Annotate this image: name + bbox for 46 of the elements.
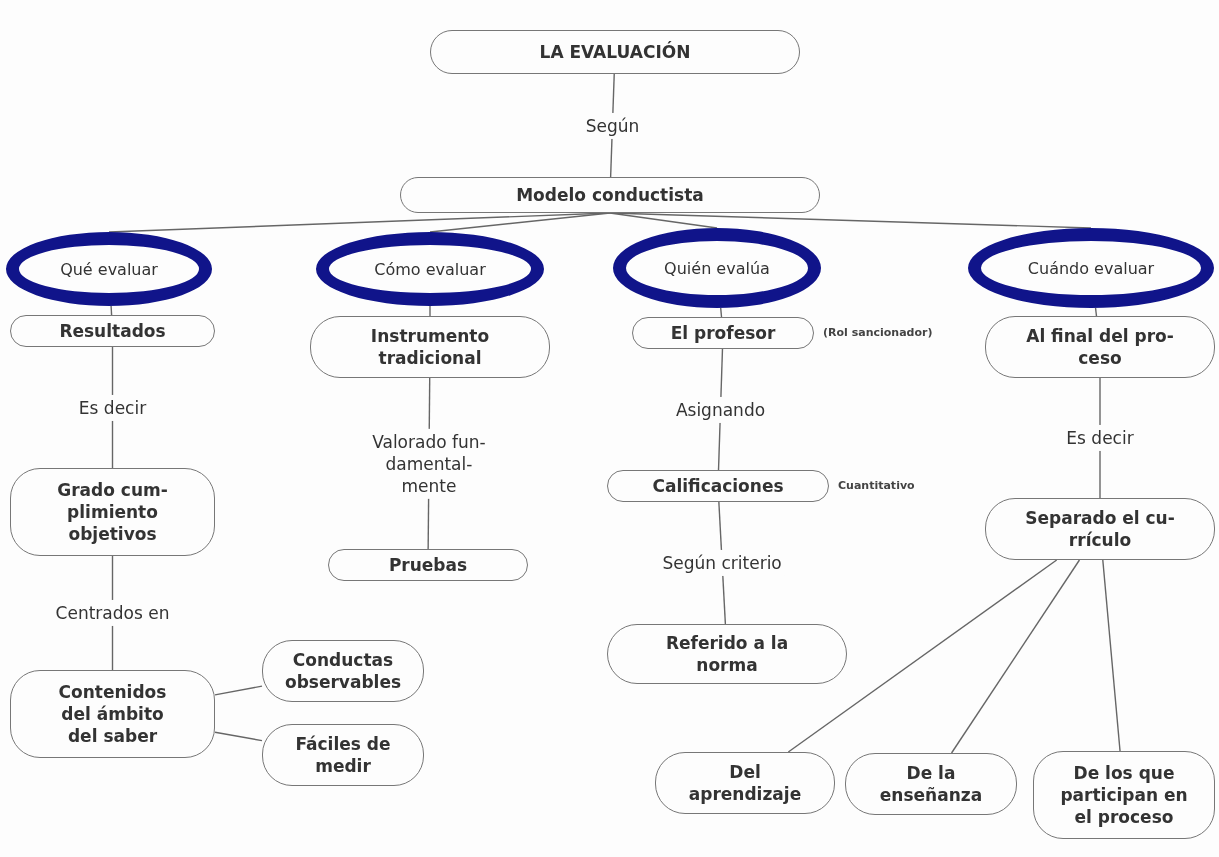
node-text: El profesor (670, 321, 776, 345)
connector-line (720, 307, 723, 318)
node-text: De los que participan en el proceso (1059, 761, 1189, 829)
node-text: Resultados (59, 319, 166, 343)
node-text: Contenidos del ámbito del saber (57, 680, 168, 748)
node-text: Fáciles de medir (294, 732, 392, 778)
connector-line (429, 305, 431, 317)
node-text: Qué evaluar (60, 259, 158, 279)
node-text: Cómo evaluar (374, 259, 486, 279)
concept-box (1033, 751, 1215, 839)
concept-box (430, 30, 800, 74)
connector-line (1094, 307, 1098, 317)
node-text: Separado el cu- rrículo (1024, 506, 1176, 552)
node-text: Calificaciones (652, 474, 784, 498)
node-text: Cuándo evaluar (1027, 258, 1155, 278)
concept-box (400, 177, 820, 213)
concept-box (10, 468, 215, 556)
node-text: Quién evalúa (664, 258, 770, 278)
node-text: Referido a la norma (664, 631, 790, 677)
concept-box (985, 498, 1215, 560)
concept-box (262, 724, 424, 786)
concept-box (10, 315, 215, 347)
node-text: Al final del pro- ceso (1025, 324, 1175, 370)
concept-box (328, 549, 528, 581)
node-text: Instrumento tradicional (369, 324, 491, 370)
connector-line (214, 731, 263, 742)
node-text: Grado cum- plimiento objetivos (56, 478, 169, 546)
connector-line (214, 685, 263, 696)
node-text: Del aprendizaje (687, 760, 803, 806)
connector-line (787, 559, 1058, 753)
concept-box (985, 316, 1215, 378)
connector-line (950, 559, 1081, 754)
node-text: Pruebas (388, 553, 468, 577)
node-text: De la enseñanza (878, 761, 984, 807)
node-text: Modelo conductista (516, 183, 704, 207)
side-note: Cuantitativo (838, 478, 915, 494)
concept-box (262, 640, 424, 702)
node-text: Conductas observables (283, 648, 403, 694)
concept-box (310, 316, 550, 378)
concept-box (655, 752, 835, 814)
concept-box (607, 624, 847, 684)
node-text: LA EVALUACIÓN (539, 40, 691, 64)
side-note: (Rol sancionador) (823, 325, 933, 341)
concept-box (10, 670, 215, 758)
connector-line (1102, 559, 1121, 752)
concept-box (845, 753, 1017, 815)
